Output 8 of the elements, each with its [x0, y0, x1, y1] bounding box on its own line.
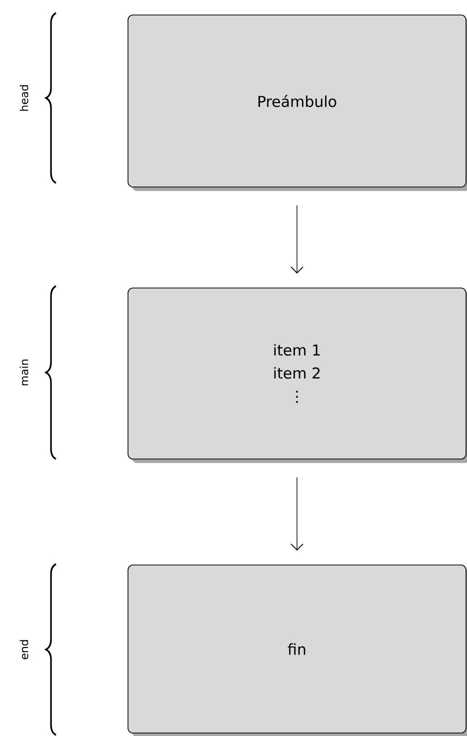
process-box: fin: [128, 564, 467, 736]
section-label: main: [20, 360, 28, 386]
arrow: [290, 205, 304, 274]
process-box: Preámbulo: [128, 14, 467, 191]
arrow: [290, 477, 304, 551]
section-label: end: [20, 640, 28, 660]
section-label: head: [20, 85, 28, 111]
process-box: item 1 item 2 ⋮: [128, 288, 467, 463]
